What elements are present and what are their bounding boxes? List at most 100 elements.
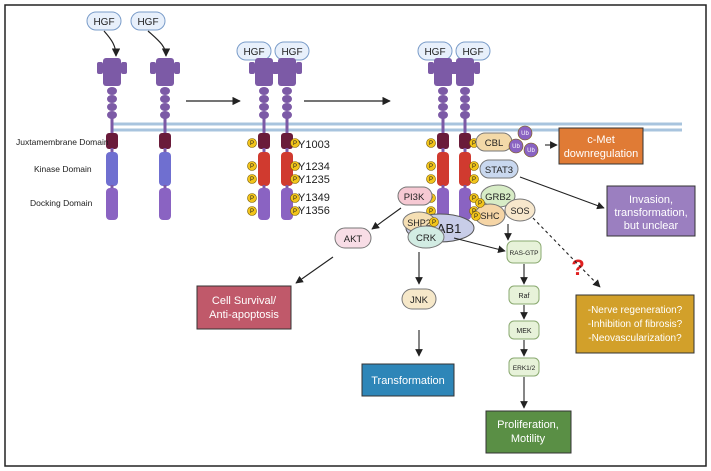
phospho-marker-label: P [250,196,254,202]
phospho-marker-circle [290,193,300,203]
shc-label: SHC [480,211,500,221]
shp2-label: SHP2 [407,218,431,228]
met-receptor-intracellular [258,133,270,220]
phospho-marker-circle [290,206,300,216]
raf-label: Raf [519,293,530,300]
ras-gtp-label: RAS-GTP [510,250,539,257]
sos-label: SOS [510,206,529,216]
arrow-to-nerve-regeneration [532,217,601,288]
arrow-akt-to-survival [295,256,334,284]
phospho-marker-circle [247,206,257,216]
met-receptor-intracellular [459,133,471,220]
pi3k-node [397,186,433,206]
phospho-marker-label: P [293,196,297,202]
pi3k-label: PI3K [404,192,425,203]
nerve-line3: -Neovascularization? [588,333,682,344]
binding-arrow [147,30,171,57]
phospho-sites-adaptors: PPP [429,198,485,227]
phospho-marker-label: P [429,177,433,183]
akt-label: AKT [344,234,363,245]
met-receptor-intracellular [159,133,171,220]
mek-node [508,320,540,340]
cmet-downregulation-line1: c-Met [587,134,615,146]
ubiquitin-marker-circle [517,125,533,141]
crk-node [407,225,445,249]
arrow-gab1-to-ras [453,237,506,254]
cell-survival-box [196,285,292,330]
cell-survival-line2: Anti-apoptosis [209,309,279,321]
phospho-marker-circle [290,138,300,148]
transformation-box [361,363,455,397]
juxtamembrane-domain-label: Juxtamembrane Domain [16,137,109,147]
cbl-label: CBL [485,138,503,149]
docking-domain-label: Docking Domain [30,198,93,208]
grb2-label: GRB2 [485,192,511,203]
phospho-marker-label: P [293,209,297,215]
hgf-ligand [236,41,272,61]
hgf-label: HGF [243,47,264,58]
ras-gtp-node [506,240,542,264]
phospho-marker-circle [290,174,300,184]
cmet-downregulation-box [558,127,644,165]
phospho-marker-label: P [472,164,476,170]
proliferation-box [485,410,572,454]
site-y1349: Y1349 [298,192,330,204]
phospho-marker-circle [290,161,300,171]
phospho-marker-label: P [429,164,433,170]
phospho-marker-label: P [429,141,433,147]
stage-inactive: HGF HGF [86,11,180,220]
invasion-line2: transformation, [614,207,687,219]
nerve-line1: -Nerve regeneration? [588,305,683,316]
ubiquitin-marker-label: Ub [512,144,520,150]
transformation-label: Transformation [371,375,445,387]
erk-node [508,357,540,377]
ubiquitin-marker-label: Ub [527,148,535,154]
phospho-marker-circle [475,198,485,208]
phospho-marker-label: P [472,196,476,202]
phospho-marker-circle [247,138,257,148]
site-y1234: Y1234 [298,161,330,173]
phospho-marker-label: P [293,177,297,183]
signal-arrows [295,141,605,409]
hgf-label: HGF [93,17,114,28]
cell-survival-line1: Cell Survival/ [212,295,277,307]
phospho-marker-label: P [250,177,254,183]
phospho-marker-circle [247,161,257,171]
phospho-marker-circle [429,217,439,227]
kinase-domain-label: Kinase Domain [34,164,92,174]
stat3-node [479,159,519,179]
hgf-label: HGF [281,47,302,58]
phospho-marker-label: P [432,220,436,226]
crk-label: CRK [416,233,437,244]
proliferation-line2: Motility [511,433,546,445]
phospho-marker-label: P [474,214,478,220]
invasion-line1: Invasion, [629,194,673,206]
hgf-ligand [130,11,166,31]
invasion-box [606,185,696,237]
site-y1003: Y1003 [298,139,330,151]
phospho-marker-label: P [478,201,482,207]
question-mark: ? [571,255,584,280]
met-receptor-intracellular [437,133,449,220]
proliferation-line1: Proliferation, [497,419,559,431]
phospho-marker-circle [426,138,436,148]
stage-signaling: HGF HGF [417,41,491,220]
phospho-marker-label: P [429,209,433,215]
mek-label: MEK [516,328,532,335]
ubiquitin-marker-label: Ub [521,131,529,137]
phospho-marker-label: P [250,209,254,215]
phospho-marker-label: P [250,141,254,147]
jnk-node [401,288,437,310]
arrow-stat3-to-invasion [519,176,605,210]
phospho-marker-circle [469,174,479,184]
phospho-marker-label: P [293,164,297,170]
site-y1235: Y1235 [298,174,330,186]
raf-node [508,285,540,305]
stage-phosphorylated: HGF HGF [236,41,310,220]
akt-node [334,227,372,249]
phospho-marker-circle [426,174,436,184]
phospho-marker-label: P [293,141,297,147]
